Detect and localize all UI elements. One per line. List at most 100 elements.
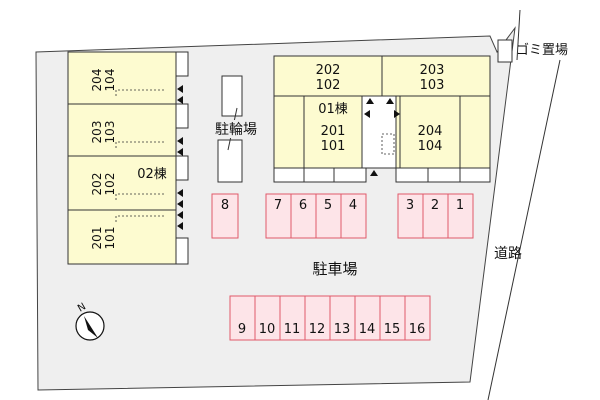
road-edge-upper xyxy=(516,9,521,61)
parking-space-13 xyxy=(329,295,356,341)
parking-space-4 xyxy=(340,193,367,239)
unit-number: 102 xyxy=(103,173,117,196)
unit-number: 103 xyxy=(103,121,117,144)
entry-arrow-icon xyxy=(177,96,183,104)
parking-space-8 xyxy=(211,193,239,239)
bicycle-shed xyxy=(221,75,243,117)
unit-block-201-101 xyxy=(67,209,177,265)
unit-number: 201 xyxy=(90,227,104,250)
north-arrow-icon xyxy=(84,316,98,338)
unit-number: 104 xyxy=(103,69,117,92)
side-box xyxy=(175,51,189,77)
parking-space-16 xyxy=(404,295,431,341)
stair-arrow-icon xyxy=(366,98,374,104)
bicycle-parking: 駐輪場 xyxy=(208,75,264,183)
parking-number: 7 xyxy=(274,198,282,213)
parking-number: 6 xyxy=(299,198,307,213)
unit-number: 204 xyxy=(90,69,104,92)
unit-number: 101 xyxy=(321,139,346,154)
parking-number: 15 xyxy=(384,322,401,337)
unit-block-203-103 xyxy=(67,103,177,157)
side-box xyxy=(175,103,189,129)
compass-icon: N xyxy=(75,301,105,341)
parking-lot-label: 駐車場 xyxy=(312,260,357,278)
unit-number: 204 xyxy=(418,124,443,139)
unit-number: 102 xyxy=(316,78,341,93)
entry-arrow-icon xyxy=(177,200,183,208)
unit-block-203-103 xyxy=(381,55,491,97)
parking-space-14 xyxy=(354,295,381,341)
unit-number: 202 xyxy=(316,63,341,78)
parking-space-5 xyxy=(315,193,342,239)
stair-arrow-icon xyxy=(386,98,394,104)
parking-row-upper: 8 7 6 5 4 3 2 1 xyxy=(211,193,474,239)
north-label: N xyxy=(76,301,88,314)
parking-number: 5 xyxy=(324,198,332,213)
parking-number: 9 xyxy=(238,322,246,337)
unit-number: 201 xyxy=(321,124,346,139)
building-02-label: 02棟 xyxy=(137,167,167,182)
bicycle-shed xyxy=(217,139,243,183)
entry-arrow-icon xyxy=(177,137,183,145)
stair-arrow-icon xyxy=(364,110,370,118)
entry-arrow-icon xyxy=(177,148,183,156)
storage-box xyxy=(303,167,335,183)
storage-box xyxy=(427,167,461,183)
entry-arrow-icon xyxy=(370,170,378,176)
storage-box xyxy=(459,167,491,183)
parking-space-9 xyxy=(229,295,256,341)
bicycle-parking-label: 駐輪場 xyxy=(215,121,257,138)
parking-number: 14 xyxy=(359,322,376,337)
parking-number: 11 xyxy=(284,322,301,337)
garbage-box xyxy=(497,39,513,63)
parking-number: 1 xyxy=(456,198,464,213)
entry-path xyxy=(115,89,165,96)
stair-core xyxy=(361,95,397,169)
unit-inner-204-104 xyxy=(399,95,461,169)
side-box xyxy=(175,237,189,265)
parking-space-15 xyxy=(379,295,406,341)
stair-outline xyxy=(381,133,395,155)
unit-number: 203 xyxy=(420,63,445,78)
parking-number: 13 xyxy=(334,322,351,337)
unit-number: 104 xyxy=(418,139,443,154)
parking-row-lower: 9 10 11 12 13 14 15 16 xyxy=(229,295,431,341)
unit-block-204-104 xyxy=(67,51,177,105)
label-backing xyxy=(208,120,264,138)
parking-space-7 xyxy=(265,193,292,239)
unit-block-202-102 xyxy=(67,155,177,211)
unit-number: 103 xyxy=(420,78,445,93)
storage-box xyxy=(273,167,305,183)
entry-path xyxy=(115,215,165,222)
unit-number: 202 xyxy=(90,173,104,196)
parking-space-6 xyxy=(290,193,317,239)
unit-number: 203 xyxy=(90,121,104,144)
road-edge-right xyxy=(487,59,561,400)
unit-inner-201-101 xyxy=(303,95,363,169)
storage-box xyxy=(333,167,367,183)
entry-path xyxy=(115,141,165,148)
building-01: 202 102 203 103 01棟 201 101 204 104 xyxy=(273,55,491,183)
parking-number: 8 xyxy=(221,198,229,213)
parking-space-3 xyxy=(397,193,424,239)
entry-arrow-icon xyxy=(177,85,183,93)
building-01-label: 01棟 xyxy=(318,102,348,117)
parking-number: 3 xyxy=(406,198,414,213)
side-box xyxy=(175,155,189,181)
parking-number: 16 xyxy=(409,322,426,337)
garbage-area-label: ゴミ置場 xyxy=(516,42,568,58)
storage-box xyxy=(395,167,429,183)
unit-number: 101 xyxy=(103,227,117,250)
entry-arrow-icon xyxy=(177,211,183,219)
parking-number: 10 xyxy=(259,322,276,337)
entry-path xyxy=(115,193,165,200)
parking-space-1 xyxy=(447,193,474,239)
building-02: 204 104 203 103 202 102 201 101 02棟 xyxy=(67,51,189,265)
garbage-area: ゴミ置場 xyxy=(497,39,568,63)
stair-arrow-icon xyxy=(394,110,400,118)
parking-number: 4 xyxy=(349,198,357,213)
parking-number: 2 xyxy=(431,198,439,213)
entry-arrow-icon xyxy=(177,189,183,197)
parking-space-12 xyxy=(304,295,331,341)
